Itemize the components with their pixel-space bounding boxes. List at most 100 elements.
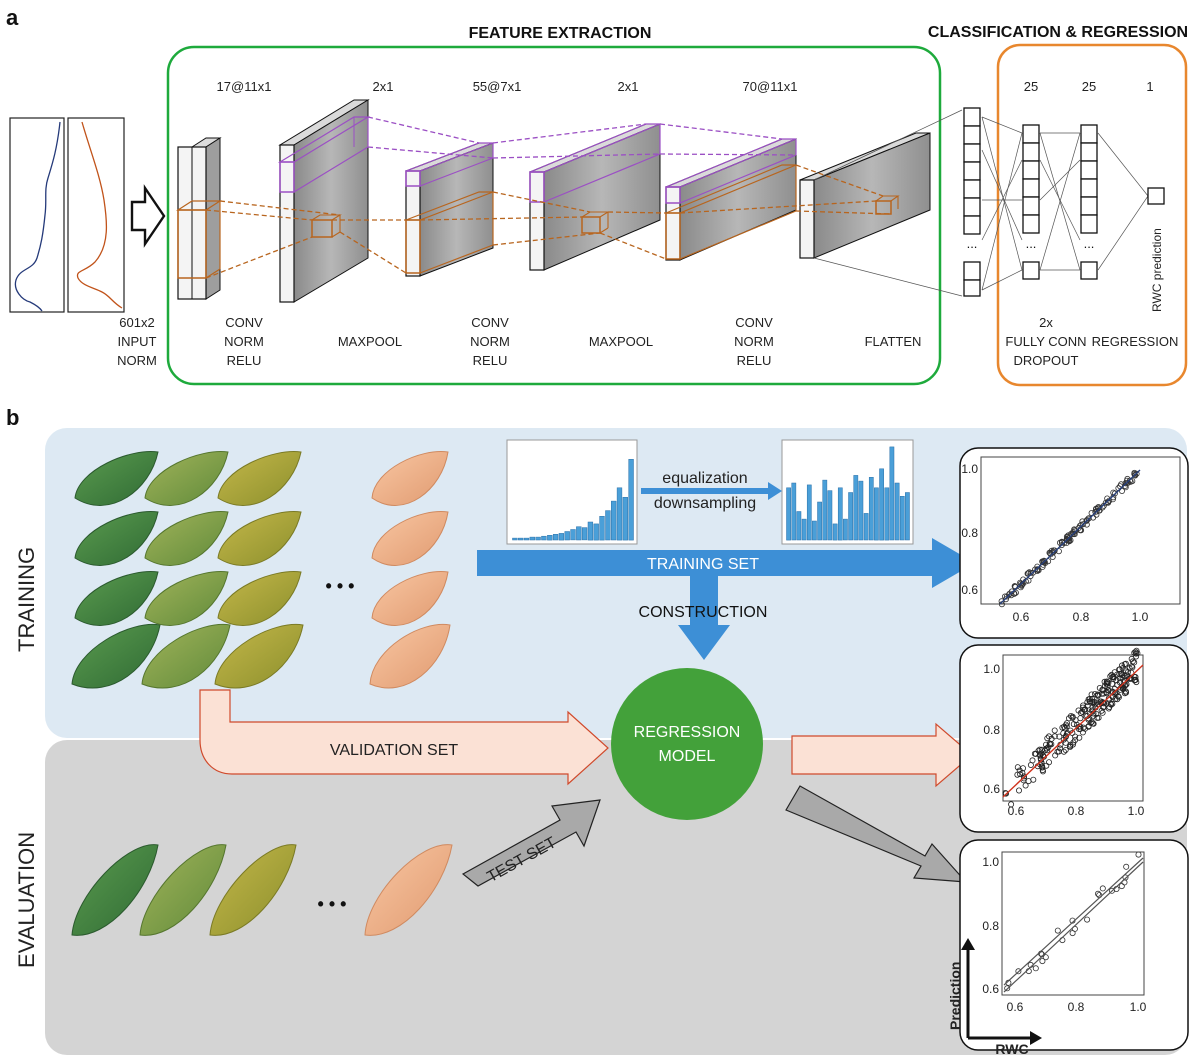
train-xtick-10: 1.0 — [1132, 610, 1149, 624]
test-xtick-06: 0.6 — [1007, 1000, 1024, 1014]
scatter-point — [1108, 887, 1115, 894]
scatter-point — [1044, 735, 1051, 742]
val-ytick-08: 0.8 — [983, 723, 1000, 737]
size-pool2: 2x1 — [618, 79, 639, 94]
scatter-point — [1056, 733, 1063, 740]
scatter-point — [1128, 663, 1135, 670]
scatter-point — [1100, 704, 1107, 711]
input-arrow — [130, 184, 166, 248]
projection-lines — [205, 116, 892, 279]
histogram-bar — [889, 446, 895, 541]
scatter-point — [1131, 677, 1138, 684]
histogram-bar — [899, 496, 905, 541]
training-set-label: TRAINING SET — [647, 556, 759, 573]
size-fc1: 25 — [1024, 79, 1038, 94]
size-conv1: 17@11x1 — [217, 79, 272, 94]
scatter-point — [1095, 890, 1102, 897]
scatter-point — [1079, 708, 1086, 715]
scatter-point — [1091, 701, 1098, 708]
scatter-point — [1041, 557, 1048, 564]
val-ytick-10: 1.0 — [983, 662, 1000, 676]
scatter-point — [1091, 698, 1098, 705]
scatter-point — [1099, 686, 1106, 693]
histogram-bar — [535, 536, 541, 541]
scatter-point — [1123, 863, 1130, 870]
test-ytick-06: 0.6 — [982, 982, 999, 996]
fc-layer-2: ... — [1080, 124, 1098, 280]
validation-set-arrow — [199, 689, 609, 786]
histogram-bar — [848, 492, 853, 541]
scatter-point — [1093, 699, 1100, 706]
scatter-point — [1104, 680, 1111, 687]
equalization-label: equalization — [662, 470, 747, 487]
scatter-point — [1039, 958, 1046, 965]
axis-arrow-y-head — [961, 938, 975, 950]
histogram-bar — [806, 484, 812, 541]
scatter-point — [1043, 741, 1050, 748]
scatter-point — [1064, 720, 1071, 727]
scatter-point — [1029, 757, 1036, 764]
feature-extraction-title: FEATURE EXTRACTION — [469, 25, 652, 42]
val-xtick-08: 0.8 — [1068, 804, 1085, 818]
scatter-point — [1004, 985, 1011, 992]
scatter-point — [1093, 711, 1100, 718]
scatter-point — [1063, 721, 1070, 728]
scatter-point — [1003, 593, 1010, 600]
scatter-point — [1100, 700, 1107, 707]
scatter-point — [1078, 527, 1085, 534]
scatter-test-fit-2 — [1003, 857, 1144, 986]
scatter-point — [1068, 713, 1075, 720]
size-pool1: 2x1 — [373, 79, 394, 94]
scatter-point — [1040, 768, 1047, 775]
histogram-bar — [576, 526, 582, 541]
scatter-point — [1089, 699, 1096, 706]
histogram-before — [506, 439, 638, 545]
scatter-point — [1126, 477, 1133, 484]
histogram-bar — [616, 487, 623, 541]
val-xtick-06: 0.6 — [1008, 804, 1025, 818]
fc1-ellipsis: ... — [1026, 236, 1037, 251]
scatter-point — [1114, 681, 1121, 688]
scatter-point — [1106, 704, 1113, 711]
downsampling-label: downsampling — [654, 495, 756, 512]
scatter-point — [1132, 648, 1139, 655]
histogram-bar — [523, 537, 530, 541]
input-label-2: INPUT — [118, 334, 157, 349]
histogram-bar — [832, 523, 838, 541]
stage-maxpool-2: MAXPOOL — [589, 334, 653, 349]
scatter-point — [1070, 721, 1077, 728]
construction-arrow — [678, 576, 730, 660]
evaluation-background — [45, 740, 1187, 1055]
spectrum-curve-orange — [76, 121, 123, 309]
stage-conv1-l3: RELU — [227, 353, 262, 368]
histogram-bar — [593, 523, 599, 541]
scatter-point — [1100, 690, 1107, 697]
scatter-point — [1041, 559, 1048, 566]
training-leaves: • • • — [71, 451, 451, 689]
scatter-point — [1062, 747, 1069, 754]
histogram-bar — [812, 520, 817, 541]
scatter-point — [1066, 535, 1073, 542]
regression-model-l1: REGRESSION — [634, 724, 741, 741]
histogram-bar — [512, 537, 518, 541]
scatter-point — [1104, 684, 1111, 691]
equalization-arrow — [641, 482, 782, 500]
scatter-point — [1085, 515, 1092, 522]
panel-a-letter: a — [6, 5, 19, 30]
scatter-point — [1088, 691, 1095, 698]
axis-x-label: RWC — [995, 1041, 1028, 1057]
scatter-point — [1057, 539, 1064, 546]
scatter-point — [1015, 968, 1022, 975]
scatter-test-marks — [1004, 851, 1142, 992]
scatter-point — [1046, 759, 1053, 766]
scatter-point — [1128, 655, 1135, 662]
scatter-test-fit-1 — [1003, 861, 1144, 993]
histogram-bar — [628, 459, 634, 541]
scatter-point — [1031, 750, 1038, 757]
histogram-bar — [552, 534, 559, 541]
size-out: 1 — [1146, 79, 1153, 94]
histogram-bar — [905, 492, 910, 541]
histogram-bar — [817, 501, 822, 541]
scatter-point — [1069, 730, 1076, 737]
scatter-point — [1072, 737, 1079, 744]
